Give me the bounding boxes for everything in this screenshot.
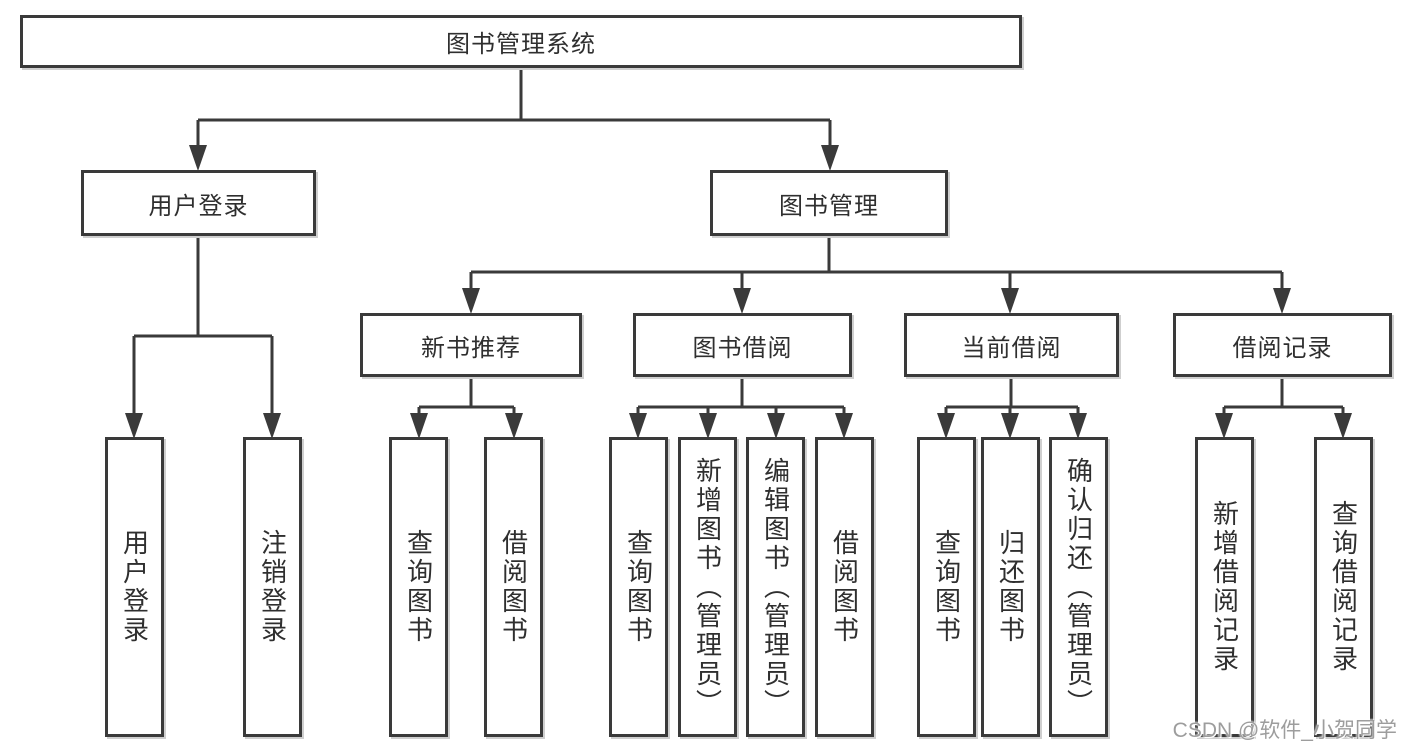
node-user-login-label: 用户登录	[148, 192, 249, 220]
node-new-book-recommend: 新书推荐	[360, 313, 582, 377]
leaf-label: 编辑图书（管理员）	[760, 456, 791, 718]
node-book-management-label: 图书管理	[779, 192, 879, 220]
node-new-book-recommend-label: 新书推荐	[421, 334, 521, 362]
leaf-label: 查询图书	[931, 529, 962, 645]
leaf-label: 用户登录	[119, 529, 150, 645]
leaf-label: 借阅图书	[829, 529, 860, 645]
node-current-borrow-label: 当前借阅	[961, 334, 1062, 362]
node-leaf-add-books-admin: 新增图书（管理员）	[678, 437, 737, 737]
node-leaf-logout: 注销登录	[243, 437, 302, 737]
node-leaf-query-books-2: 查询图书	[609, 437, 668, 737]
node-root-system: 图书管理系统	[20, 15, 1022, 68]
node-leaf-confirm-return-admin: 确认归还（管理员）	[1049, 437, 1108, 737]
node-book-borrow: 图书借阅	[633, 313, 852, 377]
node-root-label: 图书管理系统	[446, 31, 596, 58]
leaf-label: 查询借阅记录	[1328, 500, 1359, 674]
node-leaf-query-books-3: 查询图书	[917, 437, 976, 737]
node-book-management: 图书管理	[710, 170, 948, 236]
node-borrow-records: 借阅记录	[1173, 313, 1392, 377]
node-current-borrow: 当前借阅	[904, 313, 1119, 377]
node-leaf-query-borrow-record: 查询借阅记录	[1314, 437, 1373, 737]
node-leaf-query-books-1: 查询图书	[389, 437, 448, 737]
leaf-label: 注销登录	[257, 529, 288, 645]
leaf-label: 借阅图书	[498, 529, 529, 645]
node-leaf-edit-books-admin: 编辑图书（管理员）	[746, 437, 805, 737]
leaf-label: 查询图书	[403, 529, 434, 645]
node-leaf-add-borrow-record: 新增借阅记录	[1195, 437, 1254, 737]
leaf-label: 新增图书（管理员）	[692, 456, 723, 718]
node-leaf-return-books: 归还图书	[981, 437, 1040, 737]
node-leaf-user-login: 用户登录	[105, 437, 164, 737]
leaf-label: 新增借阅记录	[1209, 500, 1240, 674]
node-borrow-records-label: 借阅记录	[1232, 334, 1333, 362]
leaf-label: 确认归还（管理员）	[1063, 456, 1094, 718]
leaf-label: 查询图书	[623, 529, 654, 645]
node-leaf-borrow-books-1: 借阅图书	[484, 437, 543, 737]
csdn-watermark: CSDN @软件_小贺同学	[1172, 719, 1397, 742]
leaf-label: 归还图书	[995, 529, 1026, 645]
node-leaf-borrow-books-2: 借阅图书	[815, 437, 874, 737]
node-book-borrow-label: 图书借阅	[692, 334, 793, 362]
node-user-login: 用户登录	[81, 170, 316, 236]
